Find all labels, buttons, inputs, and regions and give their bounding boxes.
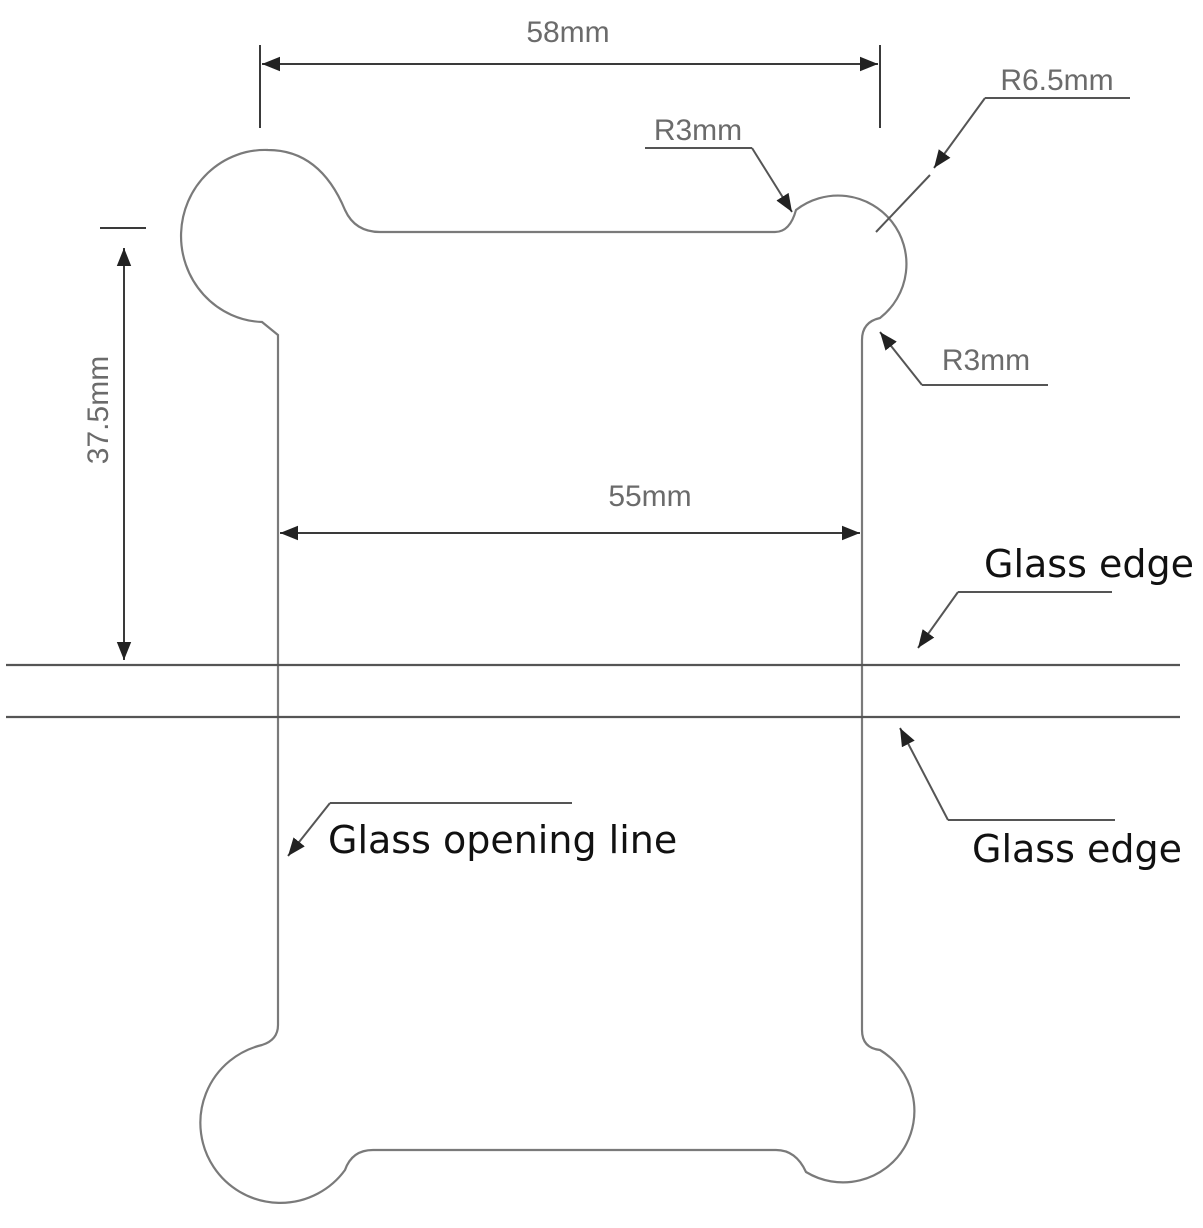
r3-top-leader (751, 147, 793, 213)
r65-leader (933, 97, 986, 169)
glass-edge-lower-label: Glass edge (972, 827, 1182, 871)
glass-edge-upper-leader (917, 591, 959, 649)
glass-opening-label: Glass opening line (328, 818, 677, 862)
r3-right-leader (879, 331, 923, 386)
cutout-outline (179, 148, 916, 1204)
r65-radius-line (875, 174, 931, 233)
glass-edge-lower-leader (899, 727, 949, 821)
dim-58-label: 58mm (526, 16, 609, 49)
r65-label: R6.5mm (1000, 64, 1113, 97)
r3-top-label: R3mm (654, 114, 742, 147)
dim-55-label: 55mm (608, 480, 691, 513)
dim-375-label: 37.5mm (82, 356, 115, 464)
glass-opening-leader (287, 802, 331, 857)
glass-edge-upper-label: Glass edge (984, 542, 1194, 586)
r3-right-label: R3mm (942, 344, 1030, 377)
